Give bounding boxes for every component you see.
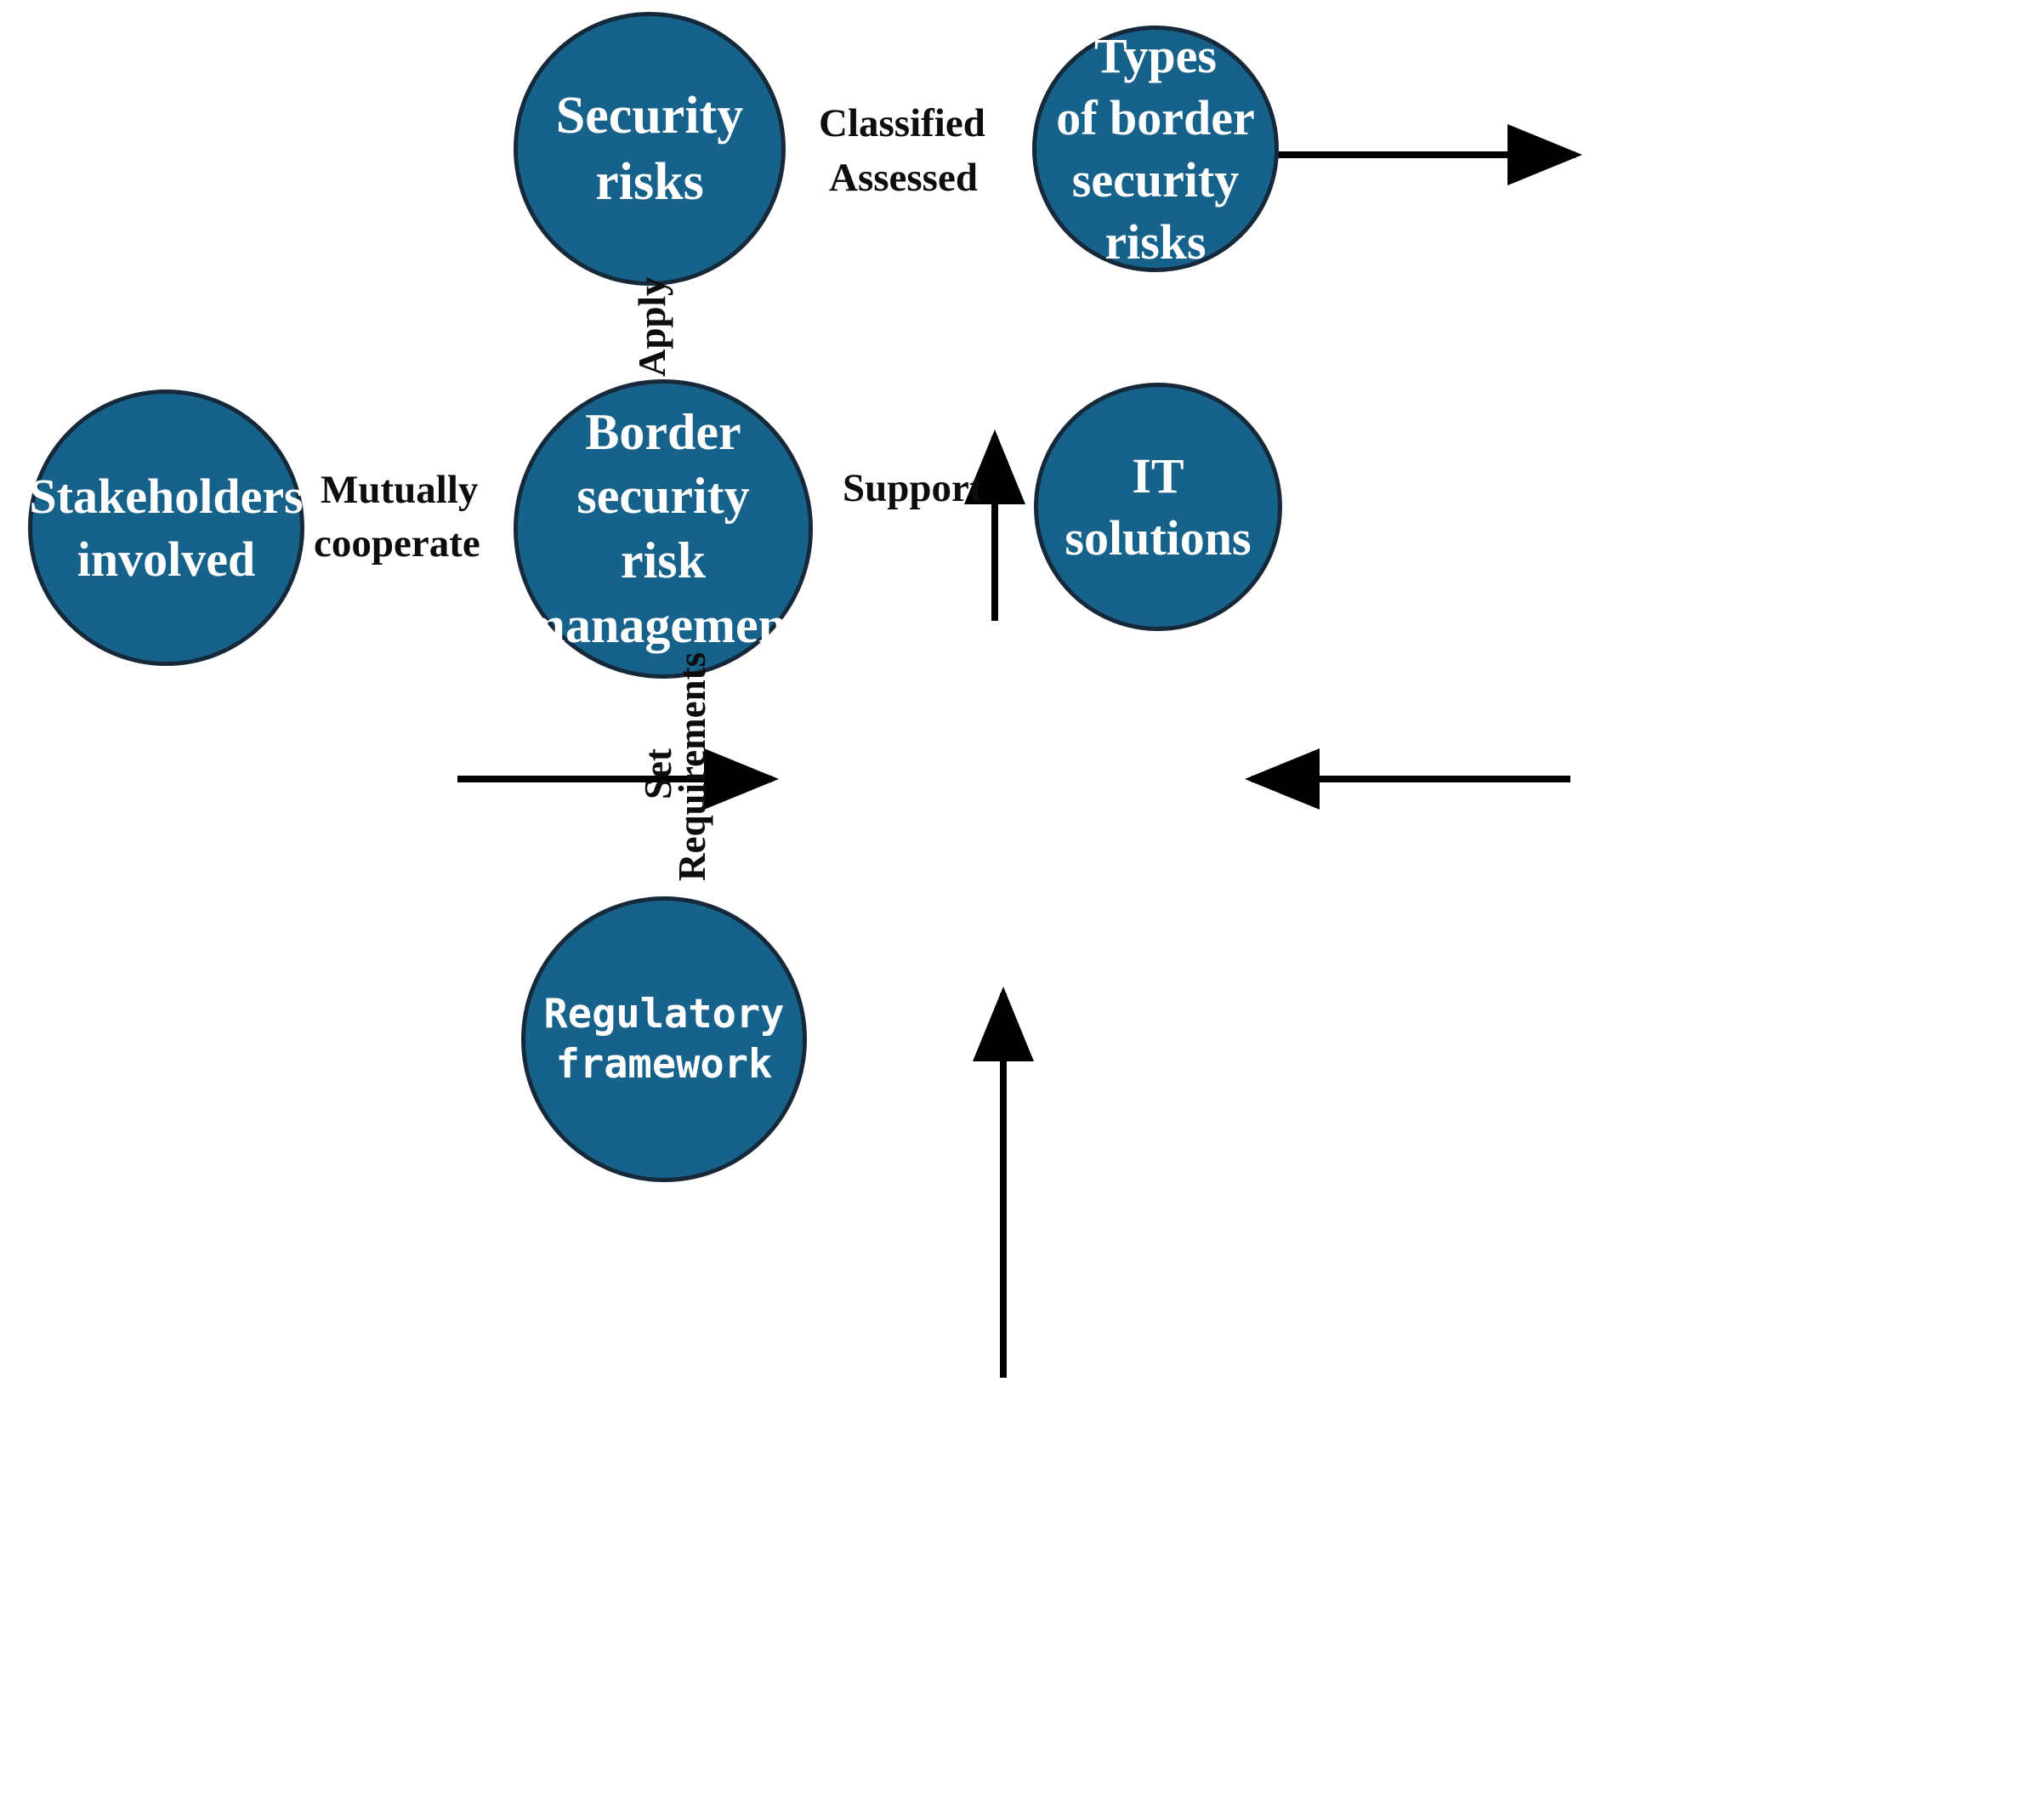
node-types-of-border-security-risks[interactable]: Types of border security risks [1032,26,1279,272]
edge-label-cooperate: cooperate [314,521,480,566]
node-types-of-border-security-risks-label: Types of border security risks [1056,27,1255,270]
node-stakeholders-involved[interactable]: Stakeholders involved [28,390,304,666]
edge-label-support: Support [843,466,983,510]
edge-label-apply: Apply [631,276,673,377]
node-border-security-risk-management[interactable]: Border security risk management [514,379,813,679]
edge-label-requirements: Requirements [671,651,713,881]
node-regulatory-framework[interactable]: Regulatory framework [521,896,807,1182]
node-border-security-risk-management-label: Border security risk management [523,403,803,653]
node-it-solutions[interactable]: IT solutions [1034,383,1282,631]
node-security-risks-label: Security risks [555,86,744,211]
node-security-risks[interactable]: Security risks [514,12,786,286]
node-stakeholders-involved-label: Stakeholders involved [29,469,304,587]
node-regulatory-framework-label: Regulatory framework [543,990,785,1088]
edge-label-assessed: Assessed [829,156,978,200]
node-it-solutions-label: IT solutions [1065,447,1252,566]
edge-label-mutually: Mutually [321,468,479,512]
edge-label-classified: Classified [819,101,985,145]
